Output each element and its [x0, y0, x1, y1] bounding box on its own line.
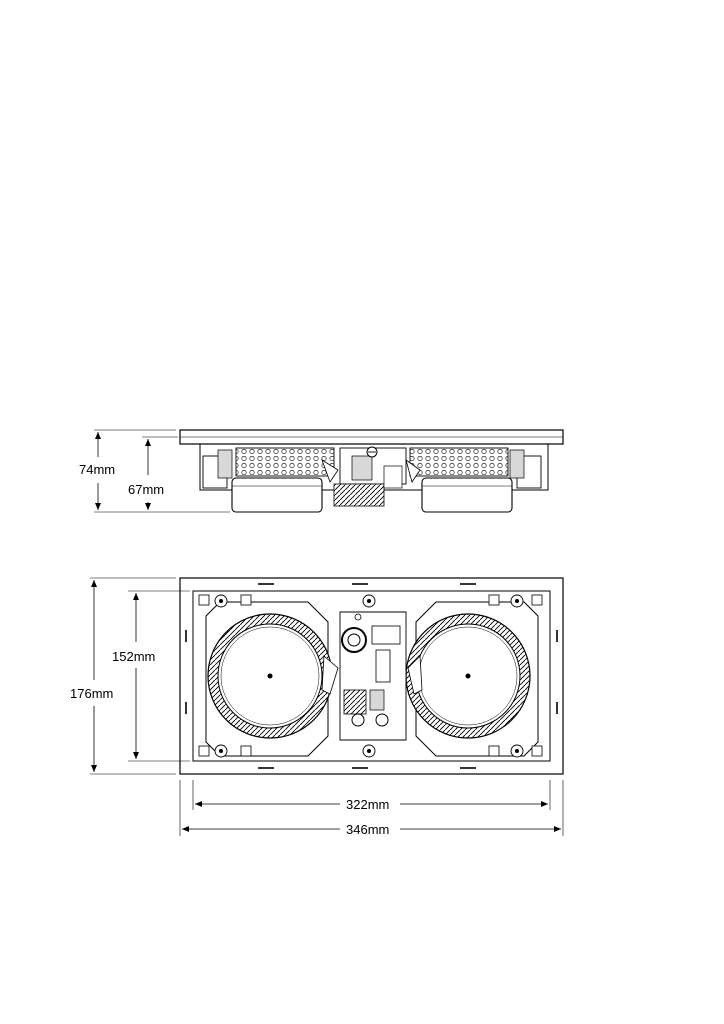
dimension-front-total-width: 346mm [179, 780, 564, 837]
label-346mm: 346mm [346, 822, 389, 837]
dimension-front-total-height: 176mm [70, 577, 176, 775]
dimension-side-body-height: 67mm [128, 436, 178, 510]
dimension-front-body-height: 152mm [112, 590, 190, 762]
label-74mm: 74mm [79, 462, 115, 477]
dimension-side-total-height: 74mm [79, 429, 230, 513]
label-67mm: 67mm [128, 482, 164, 497]
side-view [179, 429, 564, 513]
label-322mm: 322mm [346, 797, 389, 812]
label-152mm: 152mm [112, 649, 155, 664]
front-view [179, 577, 564, 775]
label-176mm: 176mm [70, 686, 113, 701]
dimension-front-body-width: 322mm [192, 780, 551, 812]
